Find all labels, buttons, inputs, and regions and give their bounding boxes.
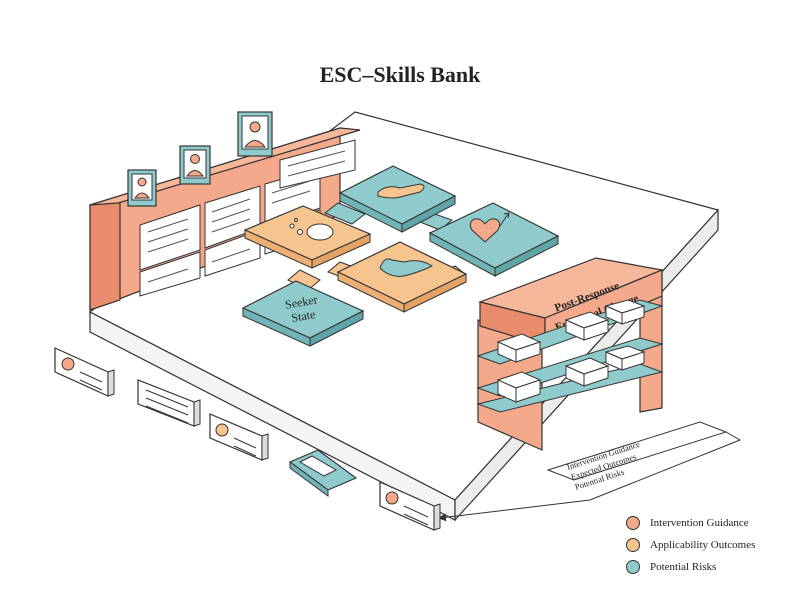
- emotional-change-shelf: Post-Response Emotional Change: [476, 257, 665, 451]
- thought-cloud-icon: [289, 218, 334, 241]
- tile-seeker-state: Seeker State: [241, 280, 365, 347]
- legend-item: Applicability Outcomes: [626, 534, 755, 556]
- hands-icon: [377, 183, 425, 199]
- person-frame-3: [237, 111, 273, 157]
- shelf-boxes: [496, 299, 646, 403]
- skills-bookshelf: [89, 127, 361, 311]
- device-tray: [288, 449, 358, 497]
- sign-card-4: [379, 481, 441, 531]
- person-frame-2: [179, 145, 211, 185]
- reaching-hands-icon: [379, 258, 433, 277]
- legend-swatch: [626, 560, 640, 574]
- seeker-state-label-line2: State: [290, 307, 316, 325]
- legend-item: Potential Risks: [626, 556, 755, 578]
- page-title: ESC–Skills Bank: [319, 62, 481, 87]
- tile-heart: [428, 202, 560, 277]
- legend-label: Applicability Outcomes: [650, 539, 756, 551]
- seeker-state-label-line1: Seeker: [284, 292, 319, 311]
- legend-item: Intervention Guidance: [626, 512, 755, 534]
- legend-swatch: [626, 516, 640, 530]
- legend-label: Intervention Guidance: [650, 517, 749, 529]
- legend-swatch: [626, 538, 640, 552]
- person-frame-1: [127, 169, 157, 207]
- callout-arrow: [438, 431, 742, 522]
- sign-card-2: [137, 379, 201, 427]
- legend: Intervention Guidance Applicability Outc…: [626, 512, 755, 578]
- sign-card-3: [209, 413, 269, 461]
- tile-reaching-hands: [336, 241, 468, 313]
- heart-icon: [470, 218, 500, 243]
- tile-helping-hands: [338, 165, 457, 233]
- tile-thought-cloud: [243, 205, 372, 269]
- sign-card-1: [54, 347, 115, 397]
- legend-label: Potential Risks: [650, 561, 717, 573]
